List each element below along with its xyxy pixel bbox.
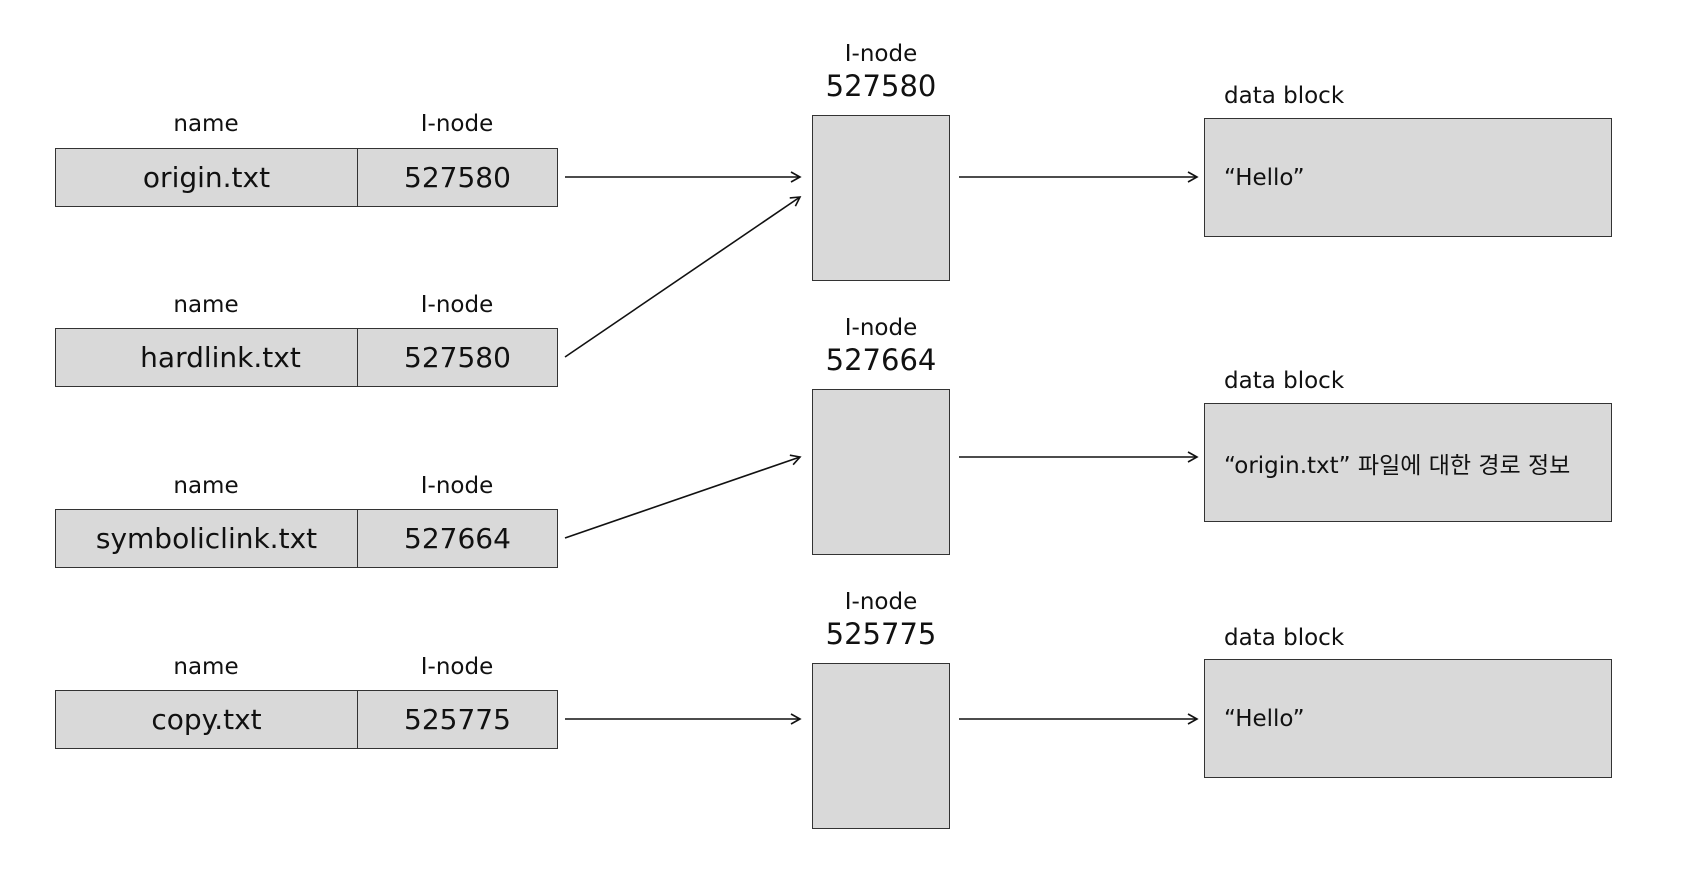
- inode-label: I-node: [844, 41, 918, 67]
- data-block-label: data block: [1224, 368, 1345, 394]
- inode-label: I-node: [844, 589, 918, 615]
- data-block-box: “origin.txt” 파일에 대한 경로 정보: [1204, 403, 1612, 522]
- name-header: name: [173, 292, 239, 318]
- entry-name-cell: hardlink.txt: [55, 328, 358, 387]
- entry-inode-cell: 527664: [357, 509, 558, 568]
- inode-number: 527664: [825, 343, 937, 377]
- inode-header: I-node: [420, 654, 494, 680]
- inode-box: [812, 389, 950, 555]
- entry-inode-cell: 527580: [357, 328, 558, 387]
- entry-name-cell: copy.txt: [55, 690, 358, 749]
- entry-inode-cell: 527580: [357, 148, 558, 207]
- data-block-label: data block: [1224, 83, 1345, 109]
- arrow-hardlink-to-inode: [564, 196, 802, 358]
- inode-box: [812, 663, 950, 829]
- inode-number: 525775: [825, 617, 937, 651]
- data-block-label: data block: [1224, 625, 1345, 651]
- inode-header: I-node: [420, 111, 494, 137]
- name-header: name: [173, 654, 239, 680]
- inode-title: I-node 527580: [811, 40, 951, 104]
- inode-number: 527580: [825, 69, 937, 103]
- inode-title: I-node 527664: [811, 314, 951, 378]
- entry-inode-cell: 525775: [357, 690, 558, 749]
- entry-name-cell: origin.txt: [55, 148, 358, 207]
- name-header: name: [173, 473, 239, 499]
- entry-name-cell: symboliclink.txt: [55, 509, 358, 568]
- data-block-box: “Hello”: [1204, 118, 1612, 237]
- inode-header: I-node: [420, 473, 494, 499]
- data-block-box: “Hello”: [1204, 659, 1612, 778]
- inode-label: I-node: [844, 315, 918, 341]
- inode-title: I-node 525775: [811, 588, 951, 652]
- inode-header: I-node: [420, 292, 494, 318]
- inode-box: [812, 115, 950, 281]
- name-header: name: [173, 111, 239, 137]
- arrow-symboliclink-to-inode: [564, 454, 802, 539]
